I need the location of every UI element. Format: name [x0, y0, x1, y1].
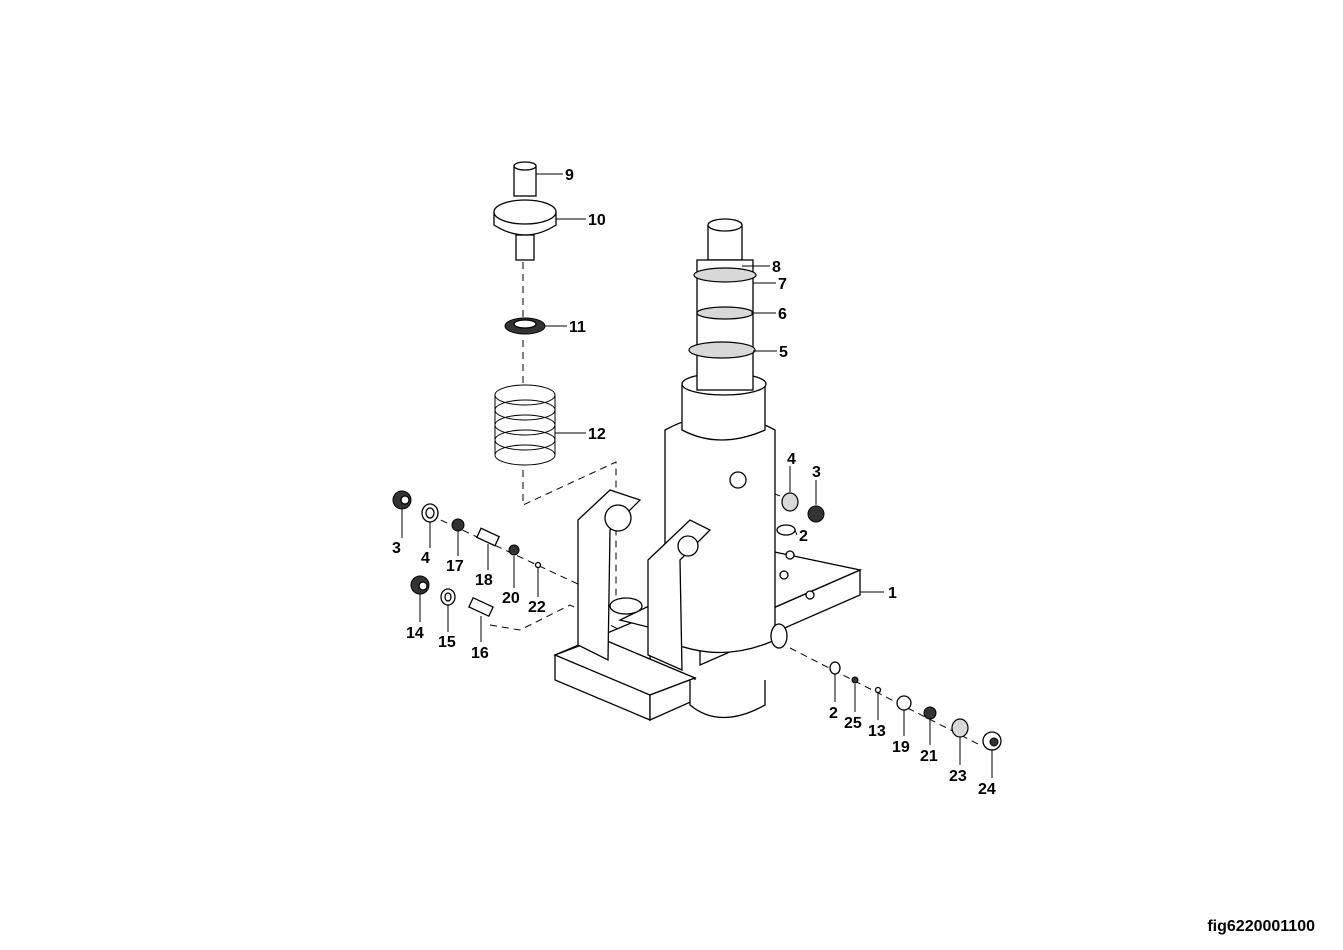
callout-4: 4: [787, 451, 796, 468]
callout-1: 1: [888, 585, 897, 602]
callout-15: 15: [438, 634, 456, 651]
valve-cap-parts-9-10: [493, 161, 557, 261]
spring-part-12: [494, 384, 556, 466]
callout-5: 5: [779, 344, 788, 361]
callout-16: 16: [471, 645, 489, 662]
callout-3: 3: [392, 540, 401, 557]
leader-lines: [401, 173, 993, 778]
callout-7: 7: [778, 276, 787, 293]
callout-11: 11: [569, 319, 586, 336]
figure-id-caption: fig6220001100: [1207, 918, 1315, 935]
callout-17: 17: [446, 558, 464, 575]
piston-rod-parts-5-8: [688, 218, 757, 391]
small-parts: [392, 490, 1002, 751]
callout-14: 14: [406, 625, 424, 642]
callout-2: 2: [829, 705, 838, 722]
callout-20: 20: [502, 590, 520, 607]
callout-9: 9: [565, 167, 574, 184]
callout-4: 4: [421, 550, 430, 567]
callout-labels: 9 10 11 12 8 7 6 5 4 3 2 1 3 4 17 18 20 …: [392, 167, 996, 798]
callout-8: 8: [772, 259, 781, 276]
callout-23: 23: [949, 768, 967, 785]
callout-10: 10: [588, 212, 606, 229]
callout-3: 3: [812, 464, 821, 481]
callout-21: 21: [920, 748, 938, 765]
callout-24: 24: [978, 781, 996, 798]
callout-25: 25: [844, 715, 862, 732]
callout-2: 2: [799, 528, 808, 545]
callout-12: 12: [588, 426, 606, 443]
callout-6: 6: [778, 306, 787, 323]
callout-19: 19: [892, 739, 910, 756]
callout-22: 22: [528, 599, 546, 616]
callout-13: 13: [868, 723, 886, 740]
callout-18: 18: [475, 572, 493, 589]
bushing-part-11: [504, 317, 546, 335]
